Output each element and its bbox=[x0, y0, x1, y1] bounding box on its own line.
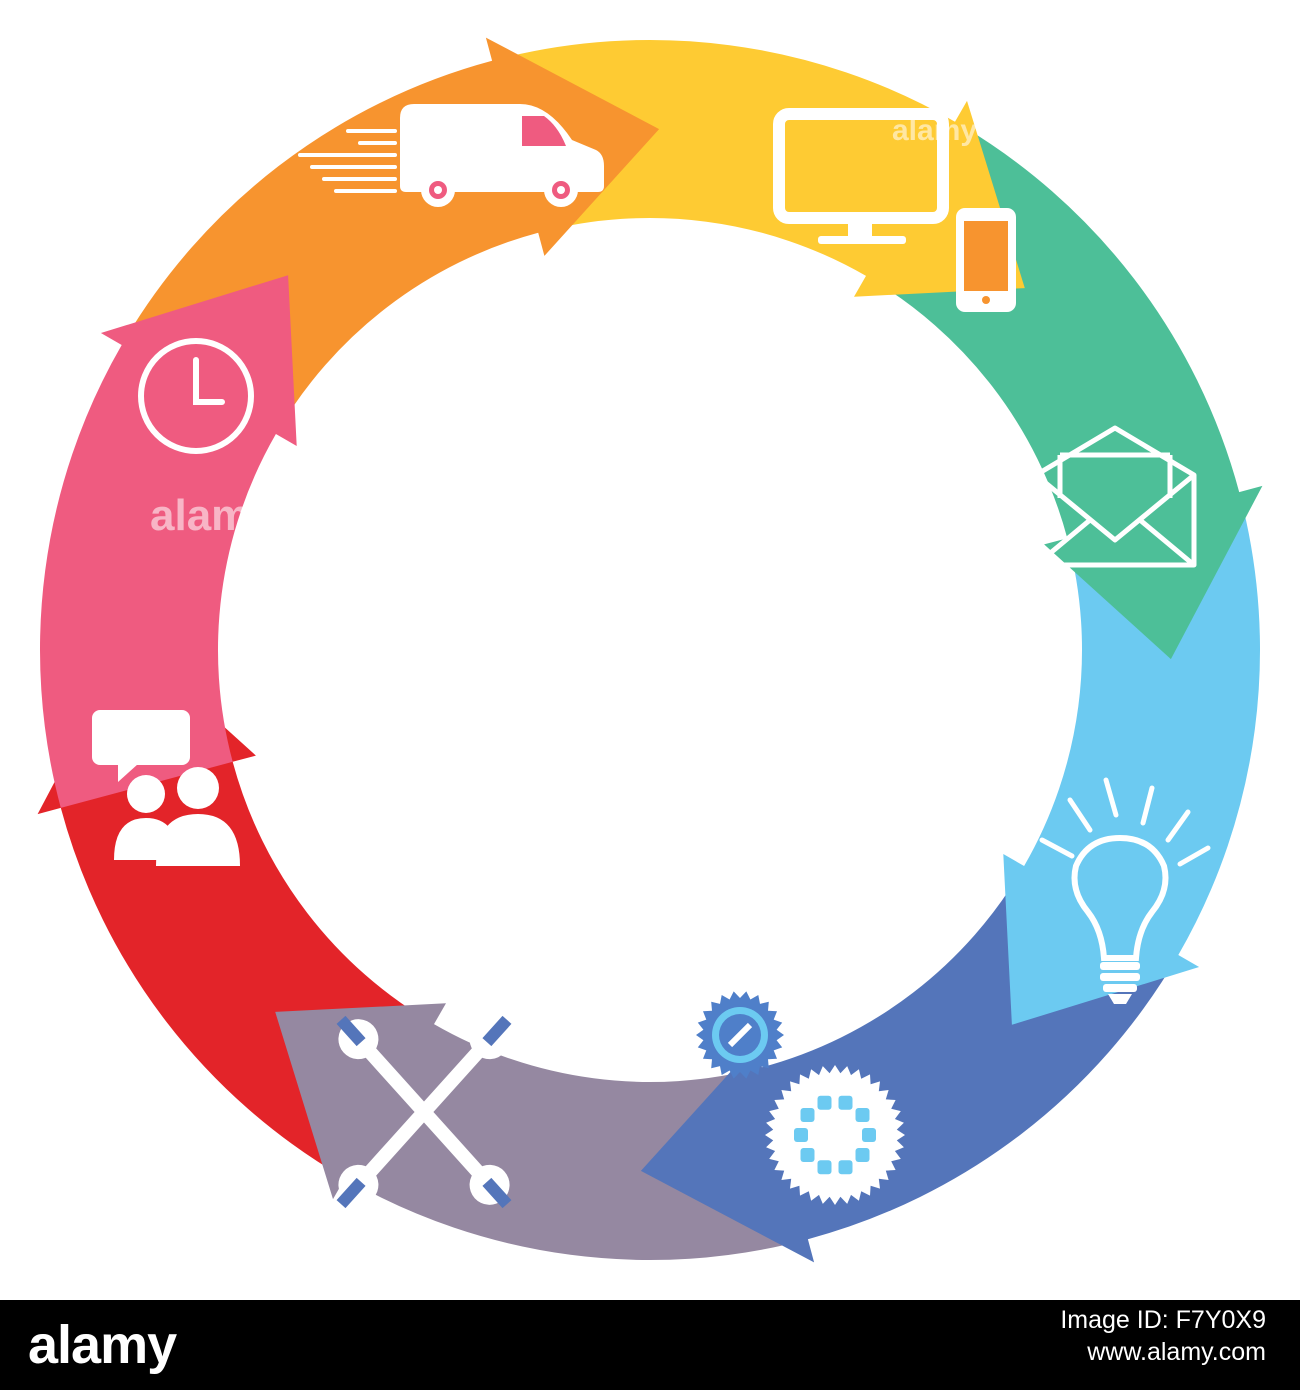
clock-icon bbox=[138, 338, 254, 454]
gear-shape bbox=[765, 1065, 905, 1205]
gear-hole bbox=[817, 1160, 832, 1175]
watermark-text: alamy bbox=[150, 491, 275, 540]
brand-logo: alamy bbox=[28, 1315, 177, 1375]
arrow-segment-email bbox=[492, 39, 1025, 297]
monitor-and-phone-icon bbox=[773, 108, 1016, 312]
cycle-diagram: alamy alamy bbox=[37, 37, 1263, 1263]
arrow-segment-gears bbox=[1003, 492, 1261, 1025]
gear-slot bbox=[727, 1022, 753, 1048]
arrow-segment-communication bbox=[275, 1003, 808, 1261]
gears-icon bbox=[696, 991, 905, 1205]
watermark-text: alamy bbox=[892, 114, 977, 147]
watermarks: alamy alamy bbox=[150, 114, 977, 540]
gear-hole bbox=[838, 1095, 853, 1110]
gear-hole bbox=[855, 1148, 870, 1162]
image-id-label: Image ID: F7Y0X9 bbox=[1060, 1306, 1266, 1334]
gear-hole bbox=[794, 1128, 808, 1142]
cycle-segments bbox=[37, 37, 1263, 1263]
gear-hole bbox=[855, 1108, 870, 1122]
lightbulb-icon bbox=[1039, 777, 1211, 1004]
arrow-segment-delivery bbox=[39, 275, 297, 808]
gear-hole bbox=[838, 1160, 853, 1175]
gear-hole bbox=[817, 1095, 832, 1110]
gear-hole bbox=[862, 1128, 876, 1142]
footer-bar: alamy Image ID: F7Y0X9 www.alamy.com bbox=[0, 1300, 1300, 1390]
gear-hole bbox=[800, 1108, 815, 1122]
envelope-icon bbox=[1033, 425, 1197, 568]
cycle-icons bbox=[92, 104, 1211, 1209]
image-info: Image ID: F7Y0X9 www.alamy.com bbox=[1060, 1304, 1266, 1368]
site-url: www.alamy.com bbox=[1087, 1338, 1266, 1366]
gear-hole bbox=[800, 1148, 815, 1162]
crossed-wrenches-icon bbox=[336, 1015, 512, 1209]
people-chat-icon bbox=[92, 710, 240, 866]
delivery-van-icon bbox=[298, 104, 604, 207]
